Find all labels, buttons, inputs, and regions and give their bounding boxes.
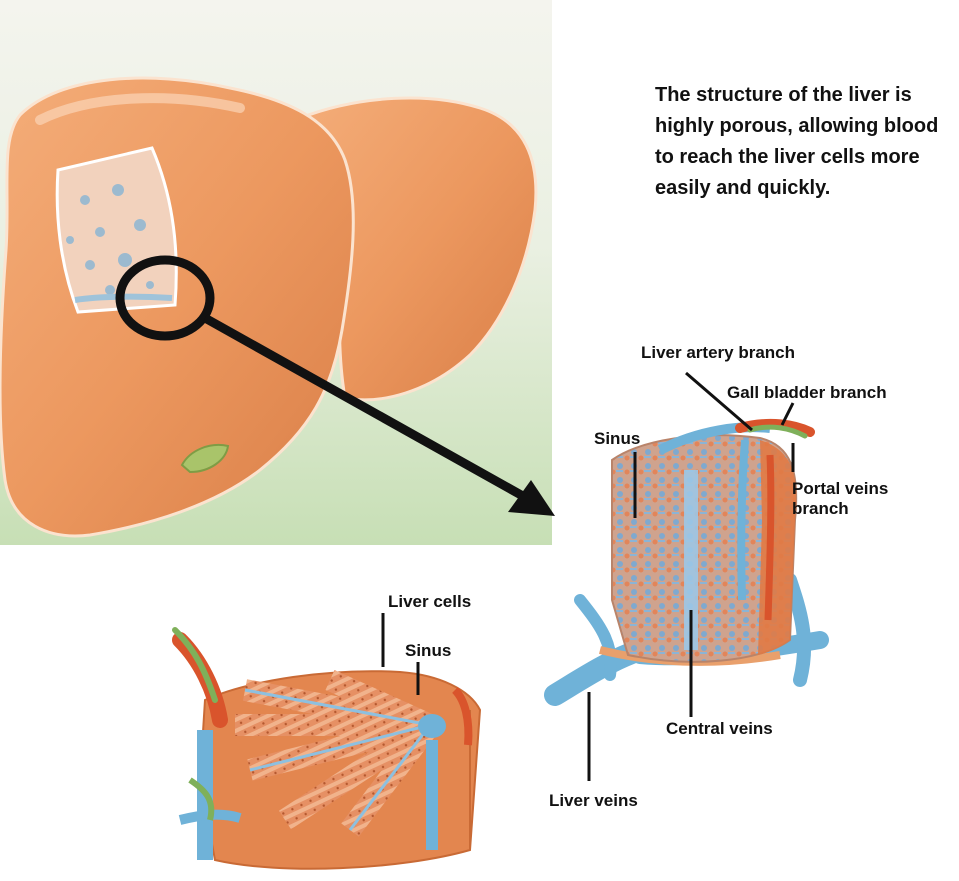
lobule-illustration <box>555 424 820 695</box>
label-sinus-upper: Sinus <box>594 429 640 449</box>
liver-cutaway <box>57 148 176 312</box>
cell-plate-central-vein <box>418 714 446 738</box>
description-text: The structure of the liver is highly por… <box>655 80 955 204</box>
label-central-veins: Central veins <box>666 719 773 739</box>
label-liver-cells: Liver cells <box>388 592 471 612</box>
label-sinus-lower: Sinus <box>405 641 451 661</box>
label-liver-artery-branch: Liver artery branch <box>641 343 795 363</box>
label-portal-veins-branch: Portal veins branch <box>792 479 888 519</box>
cell-plate-illustration <box>175 630 480 869</box>
label-gall-bladder-branch: Gall bladder branch <box>727 383 887 403</box>
label-liver-veins: Liver veins <box>549 791 638 811</box>
